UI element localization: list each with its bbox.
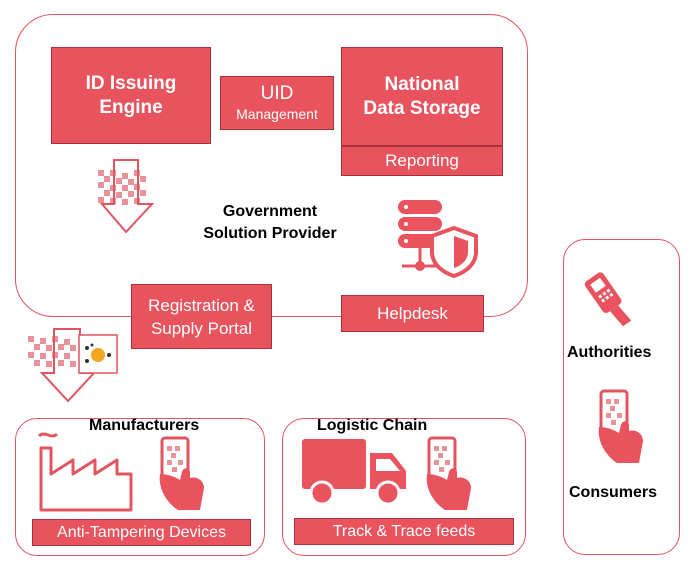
government-label-line2: Solution Provider: [203, 225, 337, 242]
phone-scan-icon: [159, 436, 204, 510]
track-trace-feeds-box: Track & Trace feeds: [294, 518, 514, 545]
authorities-label: Authorities: [567, 344, 652, 361]
id-issuing-engine-box: ID Issuing Engine: [51, 47, 211, 144]
helpdesk-label: Helpdesk: [377, 303, 448, 323]
uid-title: UID: [260, 83, 294, 104]
phone-scan-icon: [598, 389, 643, 463]
government-label-line1: Government: [222, 203, 318, 220]
logistic-title: Logistic Chain: [317, 417, 428, 434]
consumers-label: Consumers: [569, 484, 658, 501]
id-engine-line2: Engine: [99, 96, 163, 118]
id-engine-line1: ID Issuing: [85, 72, 177, 94]
registration-supply-portal-box: Registration & Supply Portal: [131, 284, 272, 349]
anti-tampering-label: Anti-Tampering Devices: [57, 523, 226, 541]
government-label: Government Solution Provider: [190, 201, 350, 245]
truck-icon: [302, 439, 406, 506]
database-shield-icon: [398, 200, 478, 279]
nds-line1: National: [384, 73, 460, 95]
nds-line2: Data Storage: [363, 97, 481, 119]
reporting-label: Reporting: [385, 151, 459, 170]
anti-tampering-devices-box: Anti-Tampering Devices: [32, 519, 251, 546]
down-arrow-icon: [99, 159, 155, 234]
uid-management-box: UID Management: [220, 76, 334, 130]
reporting-box: Reporting: [341, 146, 503, 176]
phone-scan-icon: [426, 436, 471, 510]
helpdesk-box: Helpdesk: [341, 295, 484, 332]
registration-line2: Supply Portal: [150, 318, 253, 338]
tamper-seal-icon: [78, 334, 118, 374]
handheld-scanner-icon: [584, 272, 632, 327]
manufacturers-title: Manufacturers: [89, 417, 200, 434]
track-trace-label: Track & Trace feeds: [332, 522, 476, 540]
uid-subtitle: Management: [236, 106, 318, 122]
national-data-storage-box: National Data Storage: [341, 47, 503, 146]
registration-line1: Registration &: [148, 295, 255, 315]
factory-icon: [37, 432, 133, 512]
